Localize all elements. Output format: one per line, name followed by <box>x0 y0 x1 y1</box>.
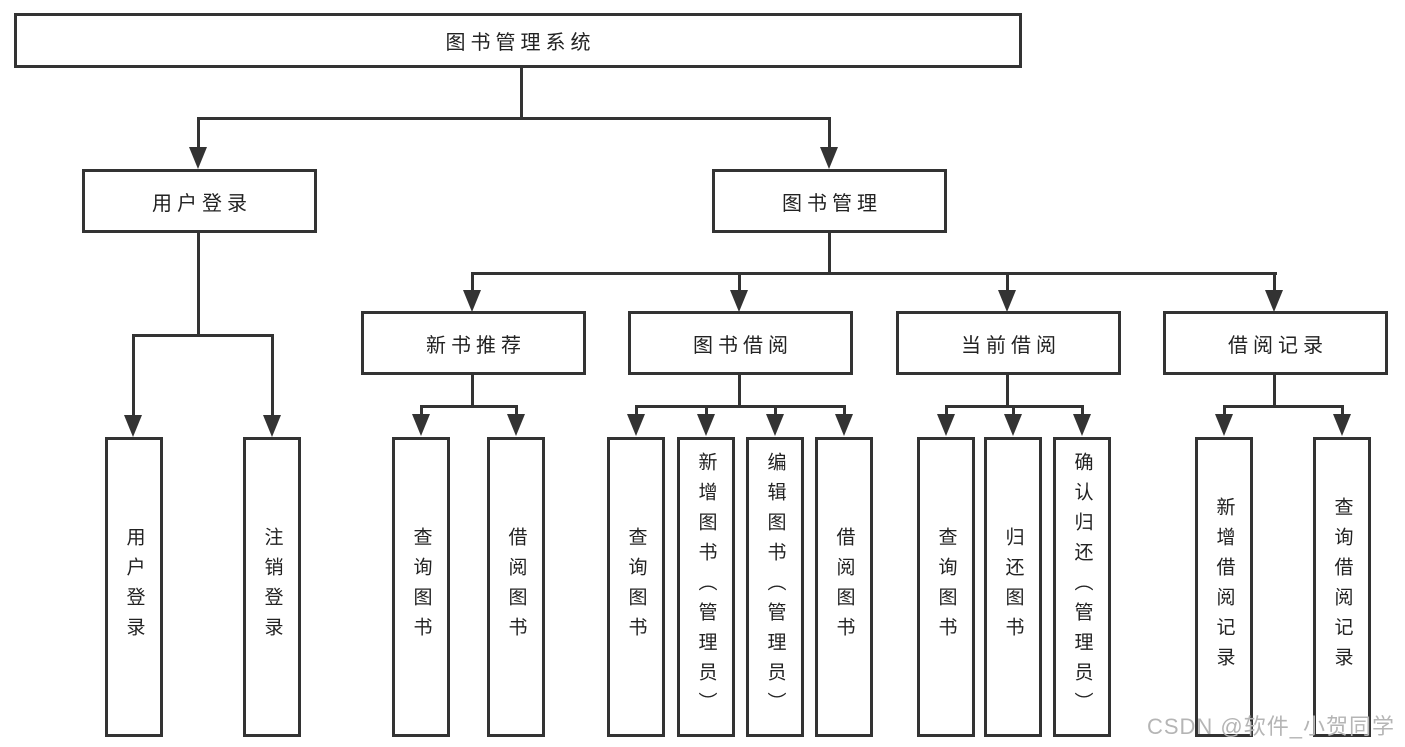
leaf-query-books-3-label: 查询图书 <box>935 527 957 647</box>
node-book-borrow-label: 图书借阅 <box>693 334 793 357</box>
connector-line <box>515 405 518 416</box>
connector-line <box>1081 405 1084 416</box>
connector-line <box>471 375 474 407</box>
connector-line <box>738 375 741 407</box>
leaf-add-borrow-record: 新增借阅记录 <box>1195 437 1253 737</box>
leaf-borrow-books-2: 借阅图书 <box>815 437 873 737</box>
leaf-user-login: 用户登录 <box>105 437 163 737</box>
node-borrow-record-label: 借阅记录 <box>1228 334 1328 357</box>
leaf-edit-book-admin: 编辑图书（管理员） <box>746 437 804 737</box>
node-root-label: 图书管理系统 <box>445 32 596 54</box>
node-current-borrow: 当前借阅 <box>896 311 1121 375</box>
arrow-down-icon <box>937 414 955 436</box>
leaf-query-books-1: 查询图书 <box>392 437 450 737</box>
node-root: 图书管理系统 <box>14 13 1022 68</box>
arrow-down-icon <box>1004 414 1022 436</box>
connector-line <box>635 405 846 408</box>
leaf-add-book-admin-label: 新增图书（管理员） <box>695 452 717 722</box>
arrow-down-icon <box>627 414 645 436</box>
arrow-down-icon <box>835 414 853 436</box>
node-new-book-recommend: 新书推荐 <box>361 311 586 375</box>
connector-line <box>132 334 274 337</box>
node-user-login: 用户登录 <box>82 169 317 233</box>
leaf-edit-book-admin-label: 编辑图书（管理员） <box>764 452 786 722</box>
arrow-down-icon <box>507 414 525 436</box>
leaf-return-book-label: 归还图书 <box>1002 527 1024 647</box>
node-new-book-recommend-label: 新书推荐 <box>426 334 526 357</box>
connector-line <box>132 334 135 417</box>
leaf-query-books-2-label: 查询图书 <box>625 527 647 647</box>
leaf-borrow-books-2-label: 借阅图书 <box>833 527 855 647</box>
arrow-down-icon <box>1265 290 1283 312</box>
node-user-login-label: 用户登录 <box>152 192 252 215</box>
leaf-add-book-admin: 新增图书（管理员） <box>677 437 735 737</box>
connector-line <box>1223 405 1344 408</box>
leaf-logout-label: 注销登录 <box>261 527 283 647</box>
arrow-down-icon <box>730 290 748 312</box>
leaf-query-borrow-record-label: 查询借阅记录 <box>1331 497 1353 677</box>
arrow-down-icon <box>189 147 207 169</box>
connector-line <box>420 405 518 408</box>
node-book-management-label: 图书管理 <box>782 192 882 215</box>
connector-line <box>271 334 274 417</box>
arrow-down-icon <box>697 414 715 436</box>
connector-line <box>197 232 200 336</box>
leaf-query-borrow-record: 查询借阅记录 <box>1313 437 1371 737</box>
connector-line <box>774 405 777 416</box>
connector-line <box>945 405 948 416</box>
connector-line <box>705 405 708 416</box>
leaf-confirm-return-admin: 确认归还（管理员） <box>1053 437 1111 737</box>
node-borrow-record: 借阅记录 <box>1163 311 1388 375</box>
watermark: CSDN @软件_小贺同学 <box>1146 714 1395 739</box>
arrow-down-icon <box>1073 414 1091 436</box>
connector-line <box>1012 405 1015 416</box>
leaf-return-book: 归还图书 <box>984 437 1042 737</box>
connector-line <box>738 272 741 293</box>
connector-line <box>471 272 1277 275</box>
leaf-confirm-return-admin-label: 确认归还（管理员） <box>1071 452 1093 722</box>
connector-line <box>635 405 638 416</box>
connector-line <box>1223 405 1226 416</box>
leaf-user-login-label: 用户登录 <box>123 527 145 647</box>
arrow-down-icon <box>463 290 481 312</box>
leaf-query-books-2: 查询图书 <box>607 437 665 737</box>
connector-line <box>1006 375 1009 407</box>
leaf-query-books-1-label: 查询图书 <box>410 527 432 647</box>
arrow-down-icon <box>998 290 1016 312</box>
leaf-query-books-3: 查询图书 <box>917 437 975 737</box>
arrow-down-icon <box>412 414 430 436</box>
connector-line <box>520 68 523 118</box>
arrow-down-icon <box>263 415 281 437</box>
arrow-down-icon <box>766 414 784 436</box>
arrow-down-icon <box>1215 414 1233 436</box>
connector-line <box>1341 405 1344 416</box>
connector-line <box>828 117 831 150</box>
connector-line <box>471 272 474 293</box>
leaf-logout: 注销登录 <box>243 437 301 737</box>
node-current-borrow-label: 当前借阅 <box>961 334 1061 357</box>
connector-line <box>197 117 831 120</box>
connector-line <box>197 117 200 150</box>
connector-line <box>843 405 846 416</box>
connector-line <box>1273 272 1276 293</box>
leaf-borrow-books-1-label: 借阅图书 <box>505 527 527 647</box>
leaf-borrow-books-1: 借阅图书 <box>487 437 545 737</box>
node-book-borrow: 图书借阅 <box>628 311 853 375</box>
connector-line <box>828 233 831 274</box>
leaf-add-borrow-record-label: 新增借阅记录 <box>1213 497 1235 677</box>
arrow-down-icon <box>124 415 142 437</box>
node-book-management: 图书管理 <box>712 169 947 233</box>
arrow-down-icon <box>1333 414 1351 436</box>
connector-line <box>1006 272 1009 293</box>
arrow-down-icon <box>820 147 838 169</box>
connector-line <box>1273 375 1276 407</box>
connector-line <box>420 405 423 416</box>
